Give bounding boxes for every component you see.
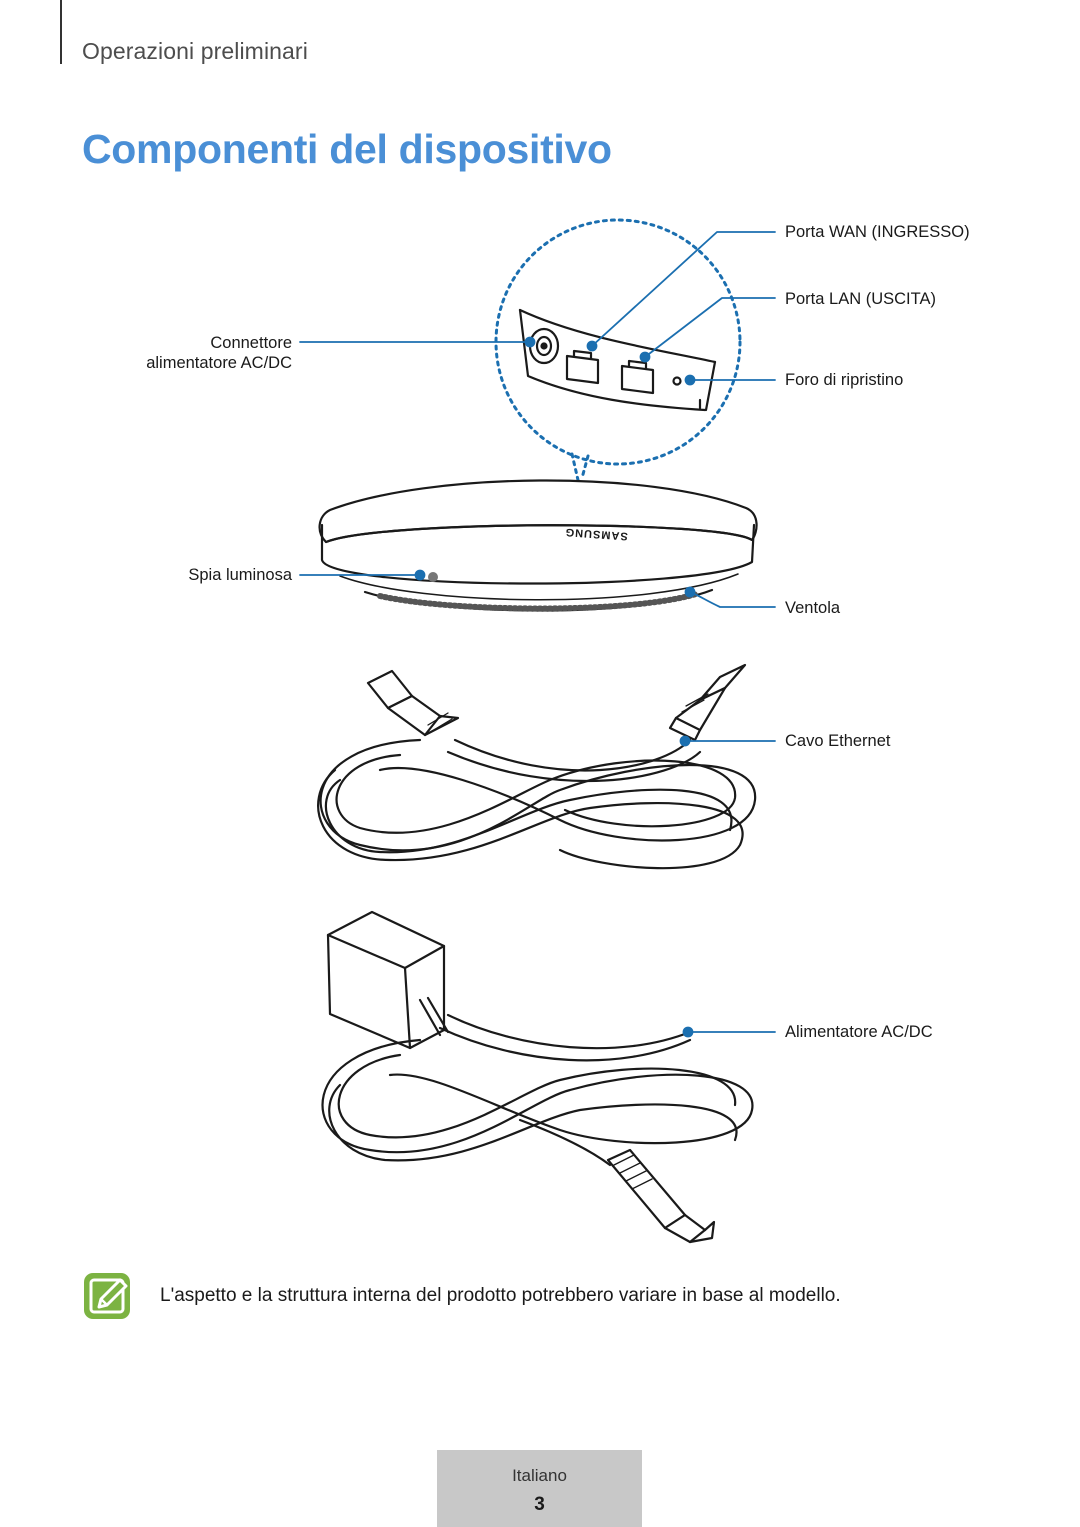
page-number: 3 [534, 1494, 545, 1515]
note-pencil-icon [84, 1273, 130, 1319]
label-power-connector: Connettore alimentatore AC/DC [100, 333, 292, 373]
page-title: Componenti del dispositivo [82, 126, 612, 172]
wan-port-icon [565, 349, 600, 385]
page-footer: Italiano 3 [437, 1450, 642, 1527]
footer-language: Italiano [512, 1466, 567, 1485]
power-adapter-illustration [321, 910, 754, 1244]
ethernet-cable-illustration [317, 663, 757, 870]
label-wan-port: Porta WAN (INGRESSO) [785, 223, 970, 241]
label-reset-hole: Foro di ripristino [785, 371, 904, 389]
label-indicator-light: Spia luminosa [188, 566, 292, 584]
label-lan-port: Porta LAN (USCITA) [785, 290, 936, 308]
label-ethernet-cable: Cavo Ethernet [785, 732, 891, 750]
port-detail-zoom [494, 218, 742, 482]
note-text: L'aspetto e la struttura interna del pro… [160, 1285, 841, 1306]
power-jack-icon [528, 327, 560, 365]
label-power-adapter: Alimentatore AC/DC [785, 1023, 933, 1041]
device-components-illustration: SAMSUNG [299, 218, 776, 1244]
label-power-connector-line1: Connettore [210, 334, 292, 352]
device-logo: SAMSUNG [564, 526, 628, 542]
device-side-closeup [518, 308, 717, 412]
indicator-light-icon [428, 572, 438, 582]
section-rule [60, 0, 62, 64]
label-power-connector-line2: alimentatore AC/DC [146, 354, 292, 372]
label-fan: Ventola [785, 599, 841, 617]
hub-device: SAMSUNG [318, 479, 758, 612]
lan-port-icon [620, 359, 655, 395]
callout-leaders [299, 231, 776, 1038]
section-label: Operazioni preliminari [82, 38, 308, 64]
reset-hole-icon [672, 376, 682, 386]
